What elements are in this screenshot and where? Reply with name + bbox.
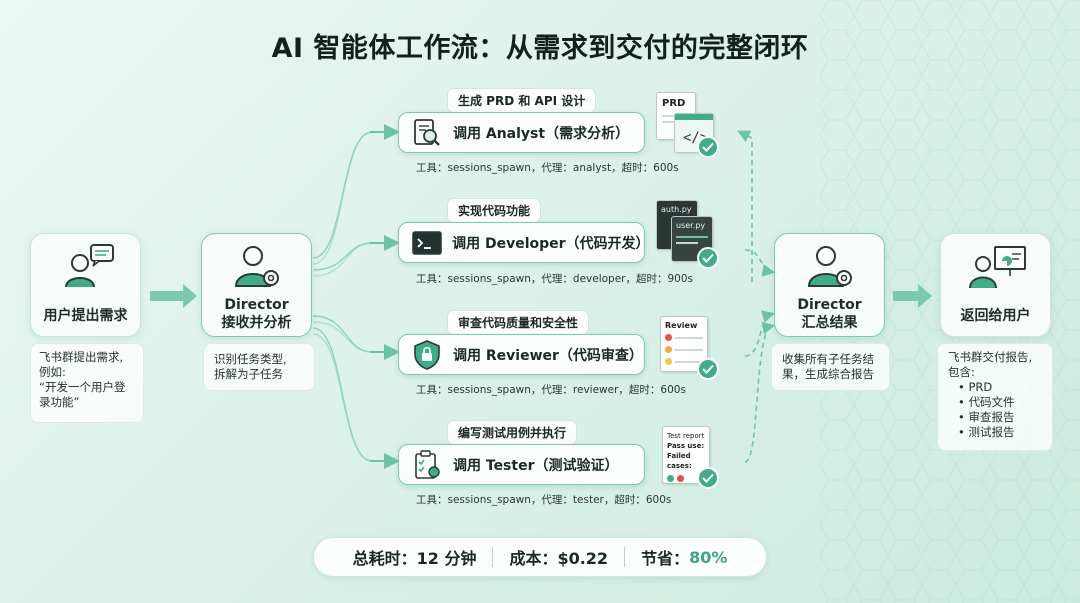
- presenter-chart-icon: [969, 246, 1026, 289]
- reviewer-tools: 工具：sessions_spawn，代理：reviewer，超时：600s: [416, 384, 686, 396]
- terminal-icon: [411, 227, 442, 259]
- user-label: 用户提出需求: [43, 308, 128, 324]
- analyst-label: 调用 Analyst（需求分析）: [453, 125, 630, 142]
- reviewer-task-tag: 审查代码质量和安全性: [447, 310, 590, 335]
- director-gear-icon: [234, 246, 279, 287]
- developer-tools: 工具：sessions_spawn，代理：developer，超时：900s: [416, 273, 693, 285]
- clipboard-bug-icon: [411, 449, 443, 481]
- director-in-note: 识别任务类型, 拆解为子任务: [203, 343, 315, 391]
- savings-value: 80%: [689, 547, 728, 567]
- divider: [624, 547, 626, 567]
- analyst-done-check-icon: [697, 136, 719, 158]
- reviewer-agent-box: 调用 Reviewer（代码审查）: [398, 334, 645, 375]
- total-time: 总耗时：12 分钟: [352, 549, 477, 568]
- developer-label: 调用 Developer（代码开发）: [452, 235, 650, 252]
- analyst-agent-box: 调用 Analyst（需求分析）: [398, 112, 645, 153]
- director-receive-card: Director 接收并分析: [201, 233, 312, 337]
- director-in-line1: Director: [224, 297, 289, 313]
- developer-agent-box: 调用 Developer（代码开发）: [398, 222, 650, 263]
- magnifier-doc-icon: [411, 117, 443, 149]
- tester-label: 调用 Tester（测试验证）: [453, 457, 619, 474]
- return-item: • 审查报告: [958, 410, 1015, 424]
- analyst-task-tag: 生成 PRD 和 API 设计: [447, 88, 597, 113]
- tester-tools: 工具：sessions_spawn，代理：tester，超时：600s: [416, 494, 672, 506]
- reviewer-done-check-icon: [697, 358, 719, 380]
- analyst-tools: 工具：sessions_spawn，代理：analyst，超时：600s: [416, 162, 679, 174]
- user-chat-icon: [65, 244, 114, 288]
- return-note: 飞书群交付报告, 包含: • PRD • 代码文件 • 审查报告 • 测试报告: [937, 343, 1053, 451]
- director-gear-icon: [807, 246, 852, 287]
- director-summary-card: Director 汇总结果: [774, 233, 885, 337]
- director-out-line1: Director: [797, 297, 862, 313]
- return-item: • PRD: [958, 380, 993, 394]
- user-note: 飞书群提出需求, 例如: “开发一个用户登 录功能”: [30, 343, 144, 423]
- divider: [492, 547, 494, 567]
- summary-bar: 总耗时：12 分钟 成本：$0.22 节省： 80%: [313, 537, 767, 577]
- director-out-note: 收集所有子任务结 果，生成综合报告: [771, 343, 890, 391]
- return-label: 返回给用户: [960, 308, 1031, 324]
- developer-done-check-icon: [697, 247, 719, 269]
- savings-label: 节省：: [641, 549, 690, 568]
- tester-done-check-icon: [697, 467, 719, 489]
- director-in-line2: 接收并分析: [221, 315, 292, 331]
- tester-task-tag: 编写测试用例并执行: [447, 420, 578, 445]
- reviewer-label: 调用 Reviewer（代码审查）: [453, 347, 643, 364]
- tester-agent-box: 调用 Tester（测试验证）: [398, 444, 645, 485]
- shield-lock-icon: [411, 339, 443, 371]
- fanout-lines: [312, 131, 373, 462]
- return-item: • 代码文件: [958, 395, 1015, 409]
- user-request-card: 用户提出需求: [30, 233, 141, 337]
- developer-task-tag: 实现代码功能: [447, 198, 542, 223]
- return-item: • 测试报告: [958, 425, 1015, 439]
- page-title: AI 智能体工作流：从需求到交付的完整闭环: [271, 33, 809, 64]
- return-to-user-card: 返回给用户: [940, 233, 1051, 337]
- cost: 成本：$0.22: [509, 549, 609, 568]
- director-out-line2: 汇总结果: [801, 315, 858, 331]
